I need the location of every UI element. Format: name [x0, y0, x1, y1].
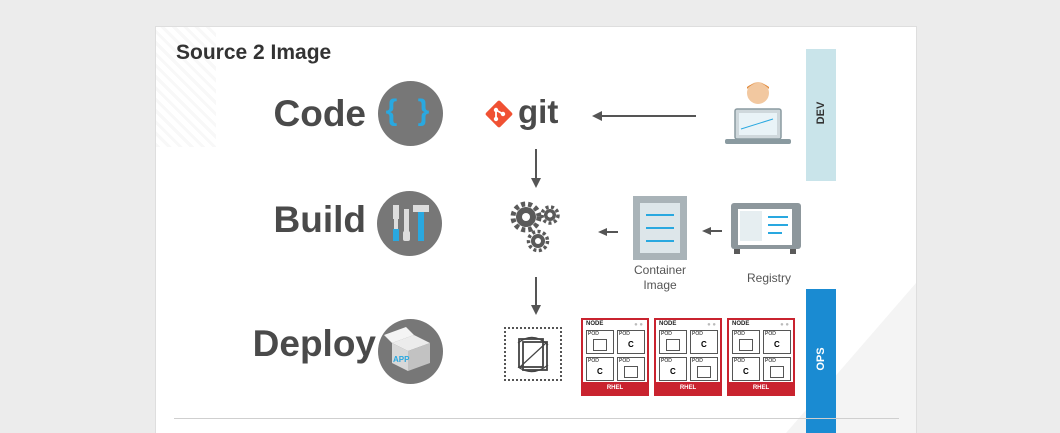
node-card: NODE ● ● POD POD C POD C POD RHEL	[654, 318, 722, 396]
node-header: NODE	[732, 321, 750, 327]
registry-icon	[731, 203, 801, 254]
container-c-label: C	[701, 340, 707, 349]
container-c-label: C	[774, 340, 780, 349]
tools-icon	[377, 191, 442, 256]
container-c-label: C	[628, 340, 634, 349]
connector-arrows	[531, 111, 722, 315]
pod-label: POD	[619, 358, 630, 364]
pod-box: POD C	[586, 357, 614, 381]
node-status-dots: ● ●	[707, 322, 716, 328]
pod-label: POD	[734, 331, 745, 337]
pod-label: POD	[588, 331, 599, 337]
node-card: NODE ● ● POD POD C POD C POD RHEL	[581, 318, 649, 396]
container-box	[593, 339, 607, 351]
node-header: NODE	[586, 321, 604, 327]
git-logo: git	[484, 93, 584, 133]
pod-label: POD	[765, 331, 776, 337]
pod-label: POD	[765, 358, 776, 364]
pod-box: POD C	[659, 357, 687, 381]
node-header: NODE	[659, 321, 677, 327]
registry-caption: Registry	[746, 271, 791, 285]
pod-box: POD	[617, 357, 645, 381]
node-card: NODE ● ● POD POD C POD C POD RHEL	[727, 318, 795, 396]
container-image-icon	[633, 196, 687, 260]
container-c-label: C	[597, 367, 603, 376]
pod-box: POD C	[732, 357, 760, 381]
container-c-label: C	[670, 367, 676, 376]
pod-label: POD	[661, 358, 672, 364]
gears-icon	[510, 201, 560, 253]
pod-label: POD	[661, 331, 672, 337]
app-box-label: APP	[393, 355, 410, 364]
node-footer: RHEL	[729, 382, 793, 394]
pod-label: POD	[692, 331, 703, 337]
pod-label: POD	[692, 358, 703, 364]
node-footer: RHEL	[656, 382, 720, 394]
container-image-caption: Container Image	[633, 263, 687, 292]
stage-label-deploy: Deploy	[252, 323, 376, 364]
stage-label-build: Build	[273, 199, 366, 240]
pod-box: POD	[586, 330, 614, 354]
bottom-divider	[174, 418, 899, 419]
pod-box: POD C	[617, 330, 645, 354]
node-list: NODE ● ● POD POD C POD C POD RHEL NODE ● ●…	[581, 318, 795, 398]
container-box	[770, 366, 784, 378]
app-box-icon: APP	[378, 319, 443, 384]
node-status-dots: ● ●	[634, 322, 643, 328]
code-braces-icon: { }	[378, 81, 443, 146]
pod-box: POD	[690, 357, 718, 381]
container-box	[666, 339, 680, 351]
pod-label: POD	[588, 358, 599, 364]
node-status-dots: ● ●	[780, 322, 789, 328]
pod-box: POD C	[690, 330, 718, 354]
diagram-slide: Source 2 Image DEV OPS Code Build Deploy…	[155, 26, 917, 433]
dev-band: DEV	[806, 49, 836, 181]
deploy-config-icon	[504, 327, 562, 381]
container-box	[739, 339, 753, 351]
container-box	[624, 366, 638, 378]
code-braces-glyph: { }	[385, 94, 436, 127]
pod-box: POD C	[763, 330, 791, 354]
pod-label: POD	[619, 331, 630, 337]
ops-band: OPS	[806, 289, 836, 433]
diagram-title: Source 2 Image	[176, 41, 332, 64]
pod-box: POD	[659, 330, 687, 354]
node-footer: RHEL	[583, 382, 647, 394]
pod-box: POD	[763, 357, 791, 381]
git-label: git	[518, 93, 559, 130]
container-box	[697, 366, 711, 378]
container-c-label: C	[743, 367, 749, 376]
pod-label: POD	[734, 358, 745, 364]
pod-box: POD	[732, 330, 760, 354]
developer-laptop-icon	[725, 82, 791, 144]
stage-label-code: Code	[273, 93, 367, 134]
decorative-pattern	[156, 27, 216, 147]
git-icon	[485, 100, 513, 128]
